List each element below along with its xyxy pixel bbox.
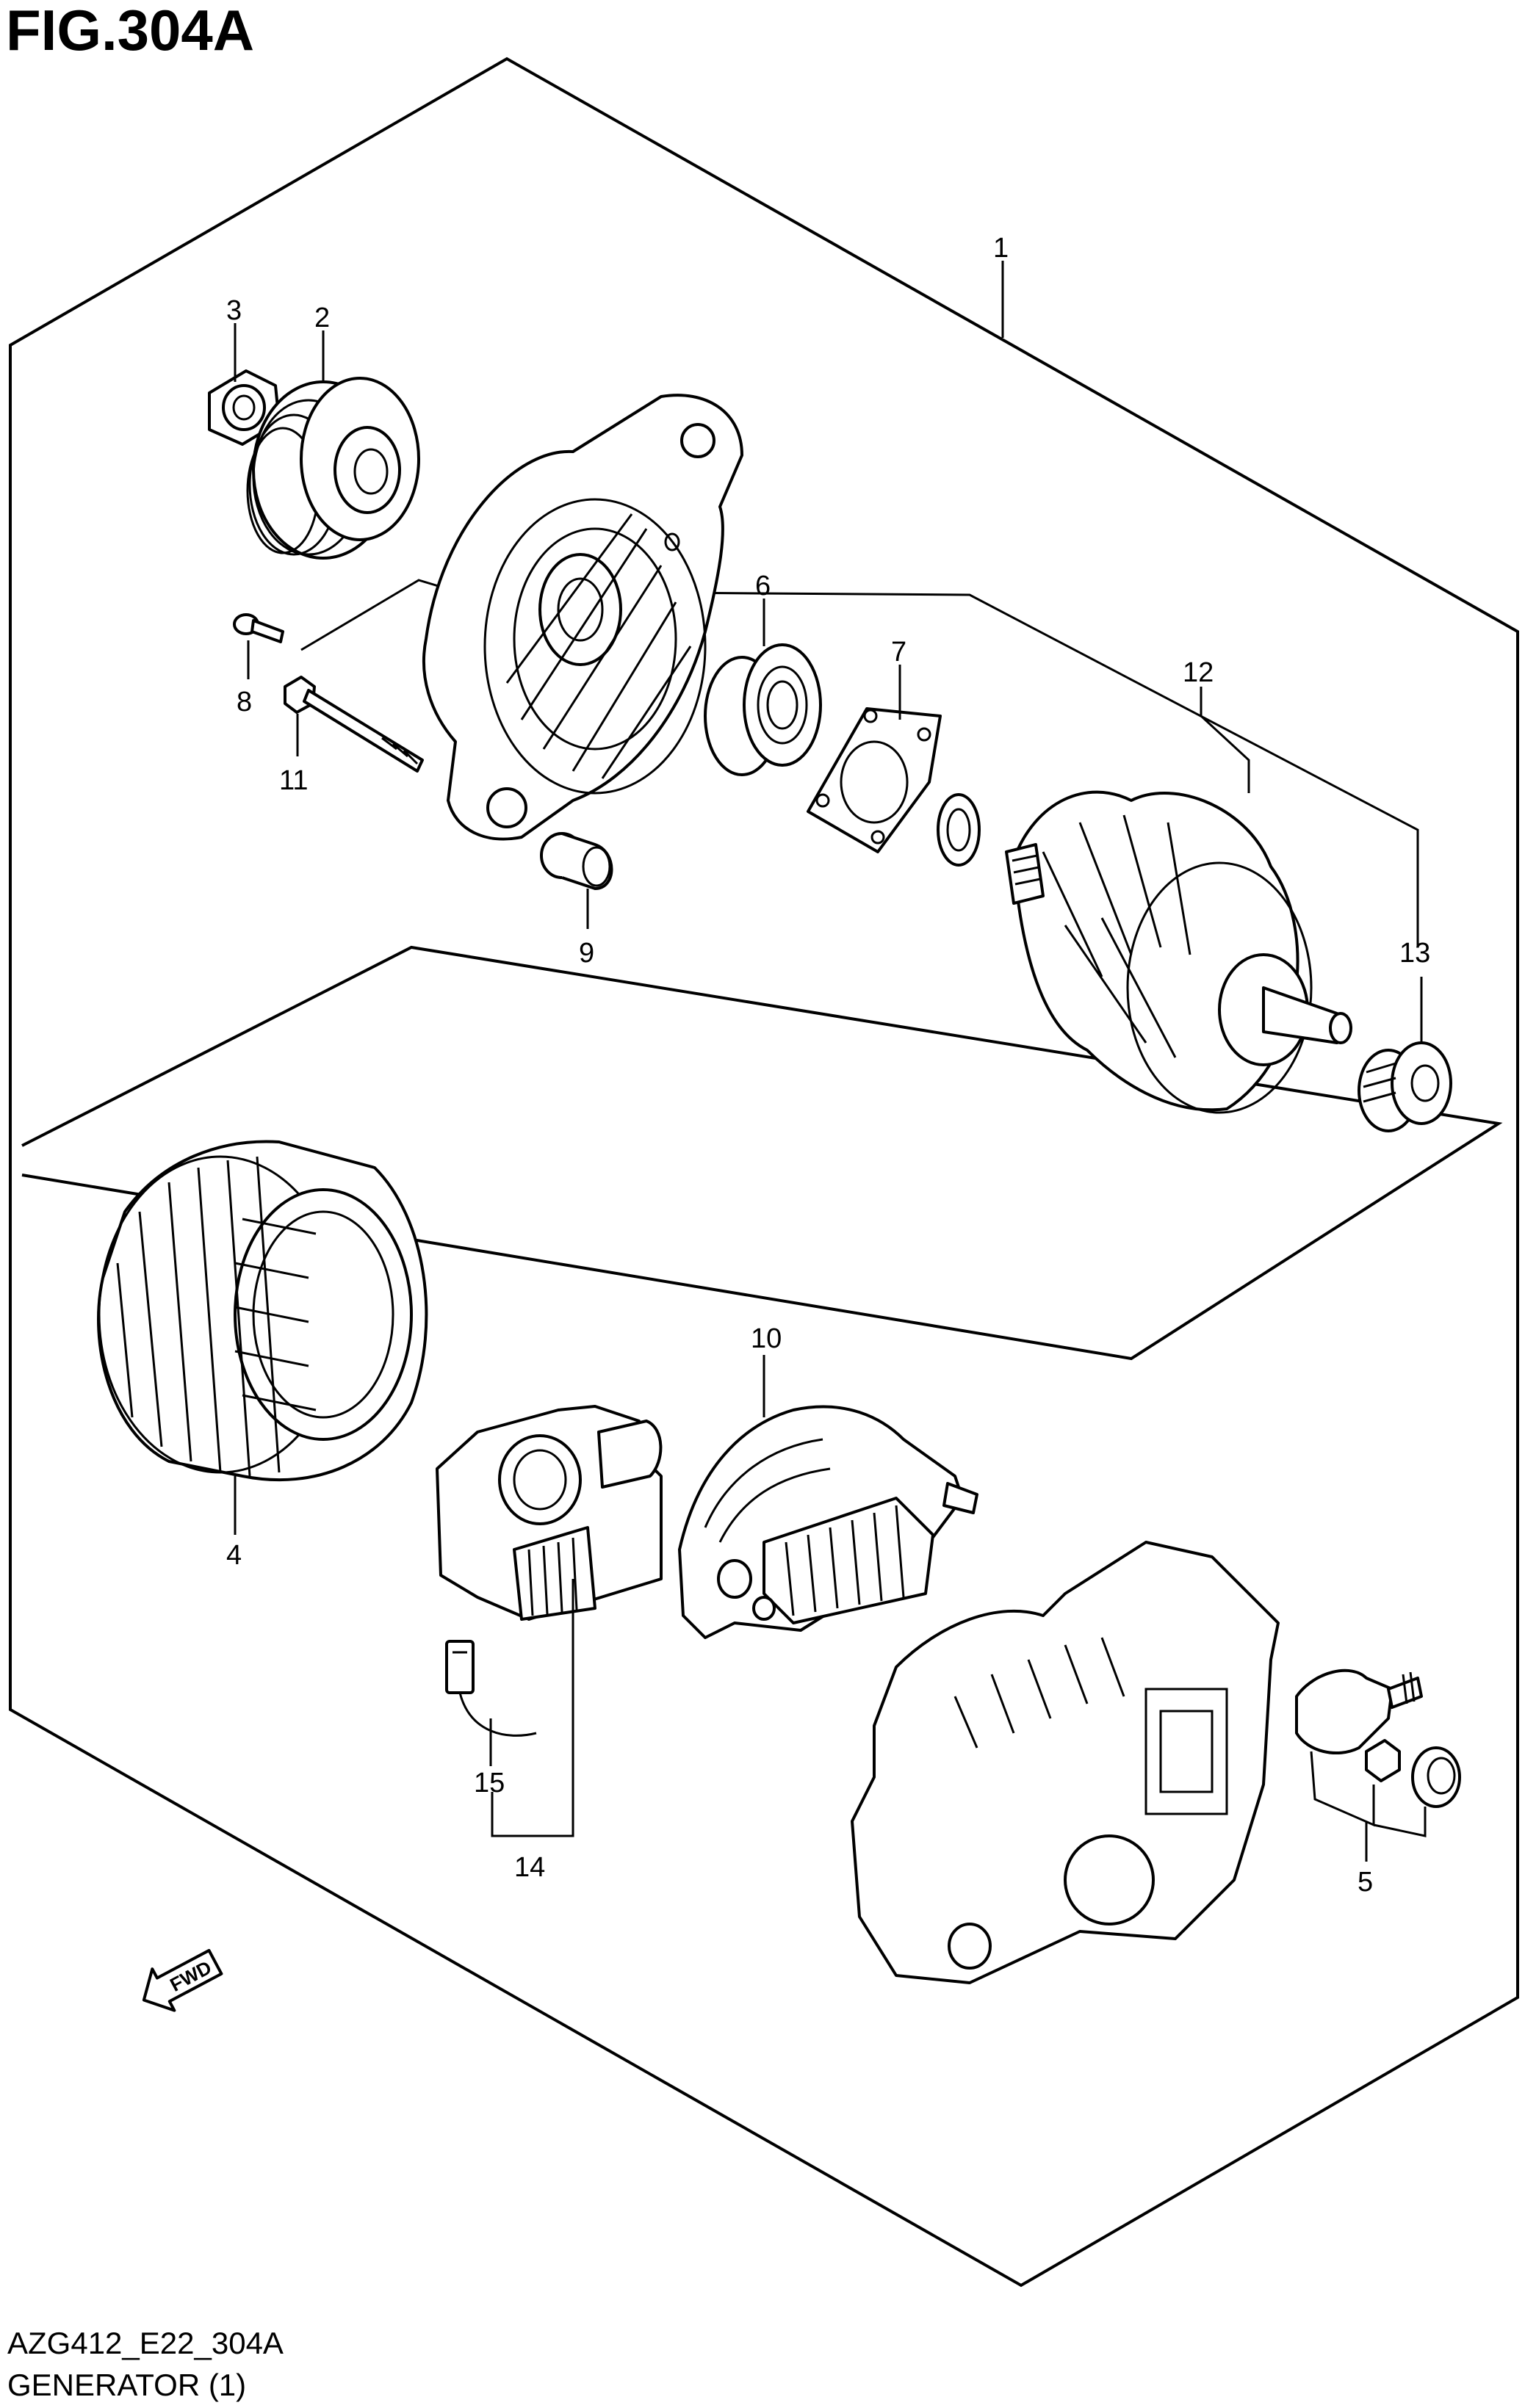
callout-6: 6 <box>755 571 771 601</box>
callout-4: 4 <box>226 1540 242 1571</box>
rear-frame <box>851 1541 1280 1984</box>
assembly-outline <box>9 57 1519 2288</box>
regulator <box>436 1405 663 1621</box>
callout-12: 12 <box>1183 657 1214 688</box>
stator <box>97 1140 428 1482</box>
fwd-arrow-icon: FWD <box>142 1948 223 2012</box>
bearing-rear <box>1358 1041 1452 1132</box>
callout-2: 2 <box>314 303 330 333</box>
retainer-plate <box>807 707 942 853</box>
leader-lines <box>234 261 1427 1862</box>
bearing-front <box>704 643 822 776</box>
callout-5: 5 <box>1358 1867 1373 1898</box>
rotor <box>937 790 1352 1114</box>
callout-7: 7 <box>891 637 906 668</box>
through-bolt <box>284 676 424 773</box>
callout-13: 13 <box>1399 938 1430 969</box>
inner-assembly-outline <box>21 945 1503 1361</box>
callout-10: 10 <box>751 1323 782 1354</box>
figure-code: AZG412_E22_304A <box>7 2326 284 2360</box>
callout-9: 9 <box>579 938 594 969</box>
callout-11: 11 <box>279 765 308 796</box>
callout-3: 3 <box>226 295 242 326</box>
callout-14: 14 <box>514 1852 545 1883</box>
rectifier <box>678 1405 978 1639</box>
bushing <box>540 832 613 890</box>
drive-end-frame <box>422 394 743 841</box>
callout-1: 1 <box>993 233 1009 264</box>
callout-8: 8 <box>237 687 252 717</box>
figure-title: FIG.304A <box>6 0 254 62</box>
terminal-kit <box>1295 1668 1461 1808</box>
screw <box>233 613 284 643</box>
figure-caption: GENERATOR (1) <box>7 2368 246 2402</box>
callout-15: 15 <box>474 1768 505 1798</box>
